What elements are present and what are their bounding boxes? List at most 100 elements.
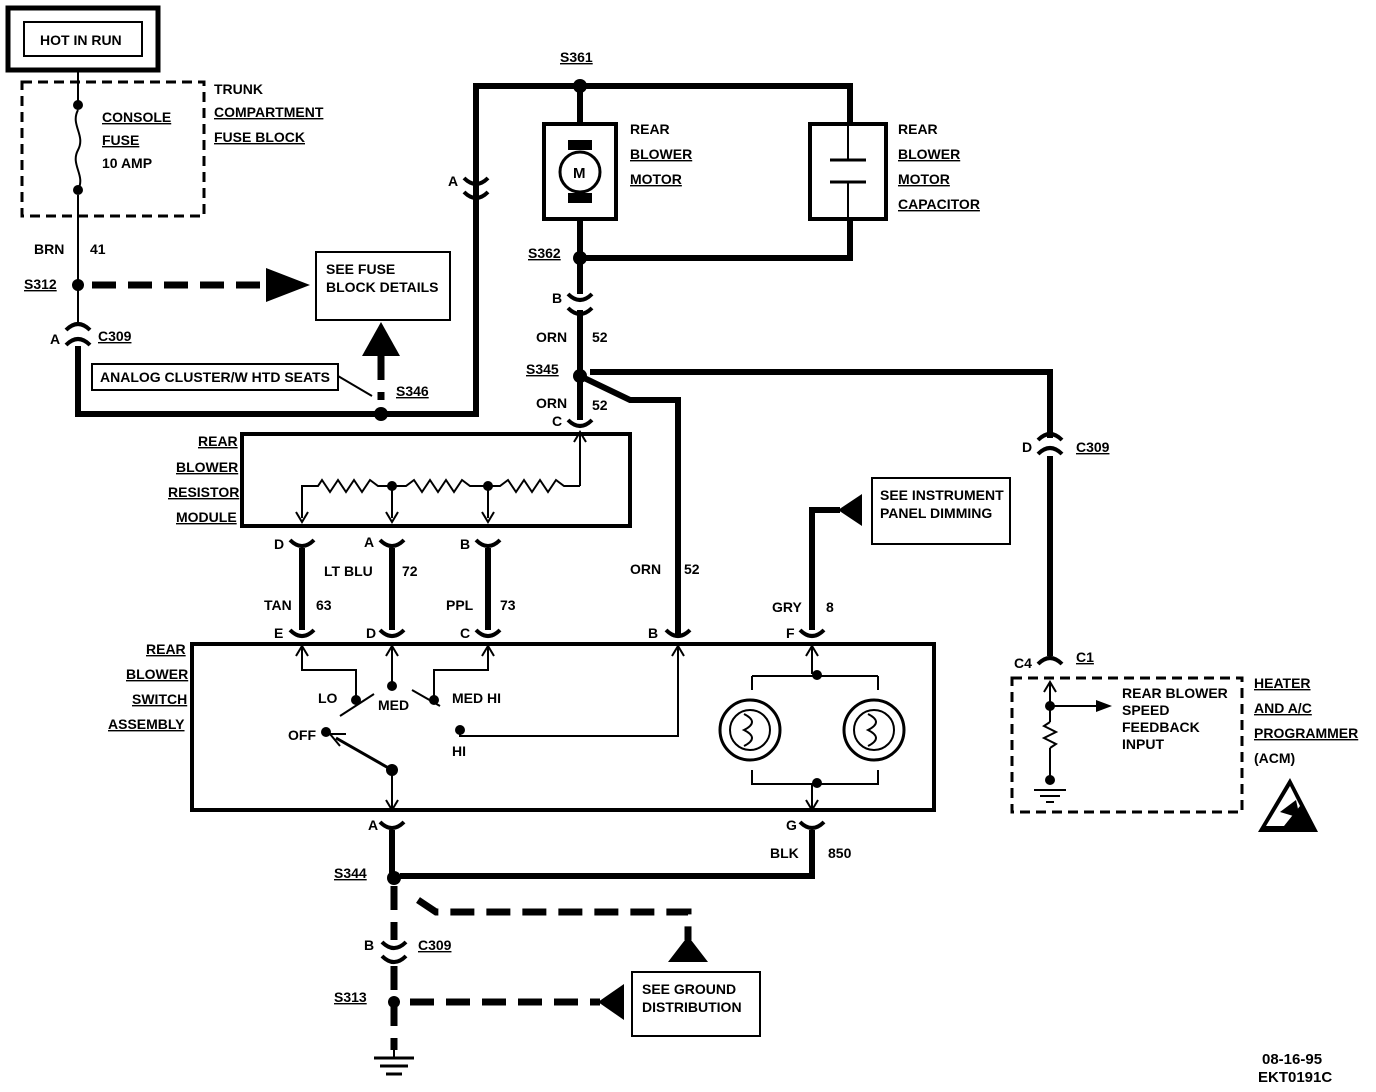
orn-num-3: 52 [684, 561, 700, 577]
c309-b-conn [380, 940, 408, 950]
hot-in-run-box: HOT IN RUN [5, 5, 161, 73]
ground-leader-1 [416, 897, 692, 940]
s361-label: S361 [560, 49, 593, 65]
resistor-label-4: MODULE [176, 509, 237, 525]
switch-conn-g [798, 820, 826, 830]
switch-label-2: BLOWER [126, 666, 188, 682]
feedback-1: REAR BLOWER [1122, 685, 1228, 701]
switch-conn-a [378, 820, 406, 830]
see-ground-2: DISTRIBUTION [642, 999, 742, 1015]
orn-label-1: ORN [536, 329, 567, 345]
footer-code: EKT0191C [1258, 1069, 1332, 1086]
up-arrow-fuse [362, 322, 400, 356]
motor-label-2: BLOWER [630, 146, 692, 162]
pin-b-resistor: B [460, 536, 470, 552]
switch-label-3: SWITCH [132, 691, 187, 707]
switch-conn-a-pin: A [368, 817, 378, 833]
gry-label: GRY [772, 599, 802, 615]
blk-num: 850 [828, 845, 852, 861]
gry-num: 8 [826, 599, 834, 615]
switch-label-1: REAR [146, 641, 186, 657]
c309-a-label: C309 [98, 328, 132, 344]
resistor-label-2: BLOWER [176, 459, 238, 475]
gry-wire [809, 507, 840, 630]
c309-d-label: C309 [1076, 439, 1110, 455]
switch-label-4: ASSEMBLY [108, 716, 185, 732]
see-ip-dimming: SEE INSTRUMENT PANEL DIMMING [838, 477, 1011, 545]
s361-to-cap [580, 83, 853, 124]
fuse-label-2: FUSE [102, 132, 139, 148]
orn-feed-loop [75, 83, 580, 417]
pin-a-resistor: A [364, 534, 374, 550]
tan-num: 63 [316, 597, 332, 613]
s344-dot [387, 871, 401, 885]
analog-cluster-box [91, 363, 339, 391]
tan-label: TAN [264, 597, 292, 613]
fuse-label-3: 10 AMP [102, 155, 152, 171]
motor-label-1: REAR [630, 121, 670, 137]
s362-wire [577, 219, 853, 261]
orn-label-3: ORN [630, 561, 661, 577]
fuse-block: CONSOLE FUSE 10 AMP TRUNK COMPARTMENT FU… [20, 70, 324, 218]
cap-label-4: CAPACITOR [898, 196, 980, 212]
esd-warning-icon [1258, 778, 1318, 832]
pin-e-switch: E [274, 625, 283, 641]
ltblu-label: LT BLU [324, 563, 373, 579]
pin-f-switch: F [786, 625, 795, 641]
c4-label: C4 [1014, 655, 1032, 671]
s362-label: S362 [528, 245, 561, 261]
acm-label-1: HEATER [1254, 675, 1311, 691]
c309-b-pin: B [364, 937, 374, 953]
c309-d-conn [1036, 432, 1064, 442]
orn-label-2: ORN [536, 395, 567, 411]
fuse-block-title-3: FUSE BLOCK [214, 129, 305, 145]
rear-blower-motor: M REAR BLOWER MOTOR [542, 121, 692, 221]
brn-num: 41 [90, 241, 106, 257]
switch-top-connectors: E D C B F [274, 625, 826, 641]
resistor-module: REAR BLOWER RESISTOR MODULE [168, 430, 632, 528]
brn-label: BRN [34, 241, 64, 257]
feedback-4: INPUT [1122, 736, 1164, 752]
acm-label-2: AND A/C [1254, 700, 1312, 716]
orn-num-2: 52 [592, 397, 608, 413]
c309-a-left-conn [64, 322, 92, 332]
ppl-label: PPL [446, 597, 474, 613]
resistor-output-wires: D A B TAN 63 LT BLU 72 PPL 73 ORN 52 [264, 534, 700, 630]
fuse-block-title-2: COMPARTMENT [214, 104, 324, 120]
cap-label-1: REAR [898, 121, 938, 137]
c309-a-pin: A [50, 331, 60, 347]
s313-dot [388, 996, 400, 1008]
see-fuse-1: SEE FUSE [326, 261, 395, 277]
pos-lo: LO [318, 690, 338, 706]
ground-symbol [374, 1050, 414, 1076]
rear-blower-capacitor: REAR BLOWER MOTOR CAPACITOR [808, 121, 980, 221]
pin-d-switch: D [366, 625, 376, 641]
riser-conn-a [462, 176, 490, 186]
s313-label: S313 [334, 989, 367, 1005]
motor-label-3: MOTOR [630, 171, 682, 187]
see-fuse-box: SEE FUSE BLOCK DETAILS [315, 251, 451, 321]
conn-c-pin: C [552, 413, 562, 429]
acm-label-3: PROGRAMMER [1254, 725, 1358, 741]
ip-dimming-1: SEE INSTRUMENT [880, 487, 1004, 503]
see-ground-box: SEE GROUND DISTRIBUTION [631, 971, 761, 1037]
see-fuse-2: BLOCK DETAILS [326, 279, 439, 295]
rear-blower-switch-assembly: REAR BLOWER SWITCH ASSEMBLY LO MED MED H… [108, 641, 936, 812]
ppl-num: 73 [500, 597, 516, 613]
hvac-programmer: REAR BLOWER SPEED FEEDBACK INPUT HEATER … [1010, 675, 1358, 814]
switch-conn-g-pin: G [786, 817, 797, 833]
resistor-label-3: RESISTOR [168, 484, 239, 500]
orn-to-acm [590, 369, 1053, 438]
s312-dot [72, 279, 84, 291]
feedback-3: FEEDBACK [1122, 719, 1200, 735]
c1-label: C1 [1076, 649, 1094, 665]
ip-dimming-2: PANEL DIMMING [880, 505, 992, 521]
pos-medhi: MED HI [452, 690, 501, 706]
cap-label-3: MOTOR [898, 171, 950, 187]
s312-label: S312 [24, 276, 57, 292]
s345-label: S345 [526, 361, 559, 377]
acm-label-4: (ACM) [1254, 750, 1295, 766]
riser-conn-a-pin: A [448, 173, 458, 189]
s346-dot [374, 407, 388, 421]
